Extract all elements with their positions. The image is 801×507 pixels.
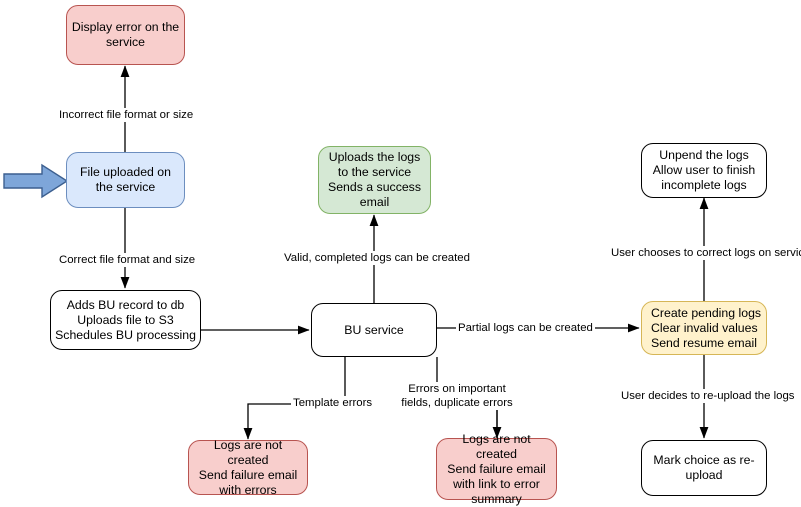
- node-create-pending-logs[interactable]: Create pending logs Clear invalid values…: [641, 301, 767, 355]
- node-label: BU service: [344, 322, 404, 337]
- node-label: Create pending logs Clear invalid values…: [651, 305, 762, 350]
- node-display-error[interactable]: Display error on the service: [66, 5, 185, 65]
- node-unpend-logs[interactable]: Unpend the logs Allow user to finish inc…: [641, 143, 767, 198]
- node-file-uploaded[interactable]: File uploaded on the service: [66, 152, 185, 208]
- node-label: Display error on the service: [71, 20, 180, 49]
- edge-label-important-fields: Errors on important fields, duplicate er…: [393, 382, 521, 410]
- node-adds-bu-record[interactable]: Adds BU record to db Uploads file to S3 …: [50, 290, 201, 350]
- block-arrow-input: [3, 163, 69, 199]
- node-logs-not-created-template[interactable]: Logs are not created Send failure email …: [188, 437, 308, 497]
- node-logs-not-created-fields[interactable]: Logs are not created Send failure email …: [436, 432, 557, 506]
- node-uploads-logs[interactable]: Uploads the logs to the service Sends a …: [318, 146, 431, 214]
- node-label: Adds BU record to db Uploads file to S3 …: [55, 297, 196, 342]
- node-bu-service[interactable]: BU service: [311, 303, 437, 357]
- node-label: File uploaded on the service: [80, 165, 171, 194]
- edge-label-correct-on-service: User chooses to correct logs on service: [609, 246, 801, 260]
- node-label: Logs are not created Send failure email …: [198, 437, 298, 497]
- edge-label-template-errors: Template errors: [291, 396, 375, 410]
- edge-label-valid-logs: Valid, completed logs can be created: [282, 251, 472, 265]
- node-label: Mark choice as re-upload: [653, 453, 755, 482]
- node-label: Logs are not created Send failure email …: [447, 431, 546, 506]
- edge-label-reupload: User decides to re-upload the logs: [619, 389, 797, 403]
- edge-label-incorrect-format: Incorrect file format or size: [57, 108, 196, 122]
- edge-label-partial-logs: Partial logs can be created: [456, 321, 595, 335]
- node-label: Unpend the logs Allow user to finish inc…: [652, 148, 756, 192]
- node-label: Uploads the logs to the service Sends a …: [328, 150, 421, 209]
- edge-label-correct-format: Correct file format and size: [57, 253, 198, 267]
- node-mark-reupload[interactable]: Mark choice as re-upload: [641, 440, 767, 496]
